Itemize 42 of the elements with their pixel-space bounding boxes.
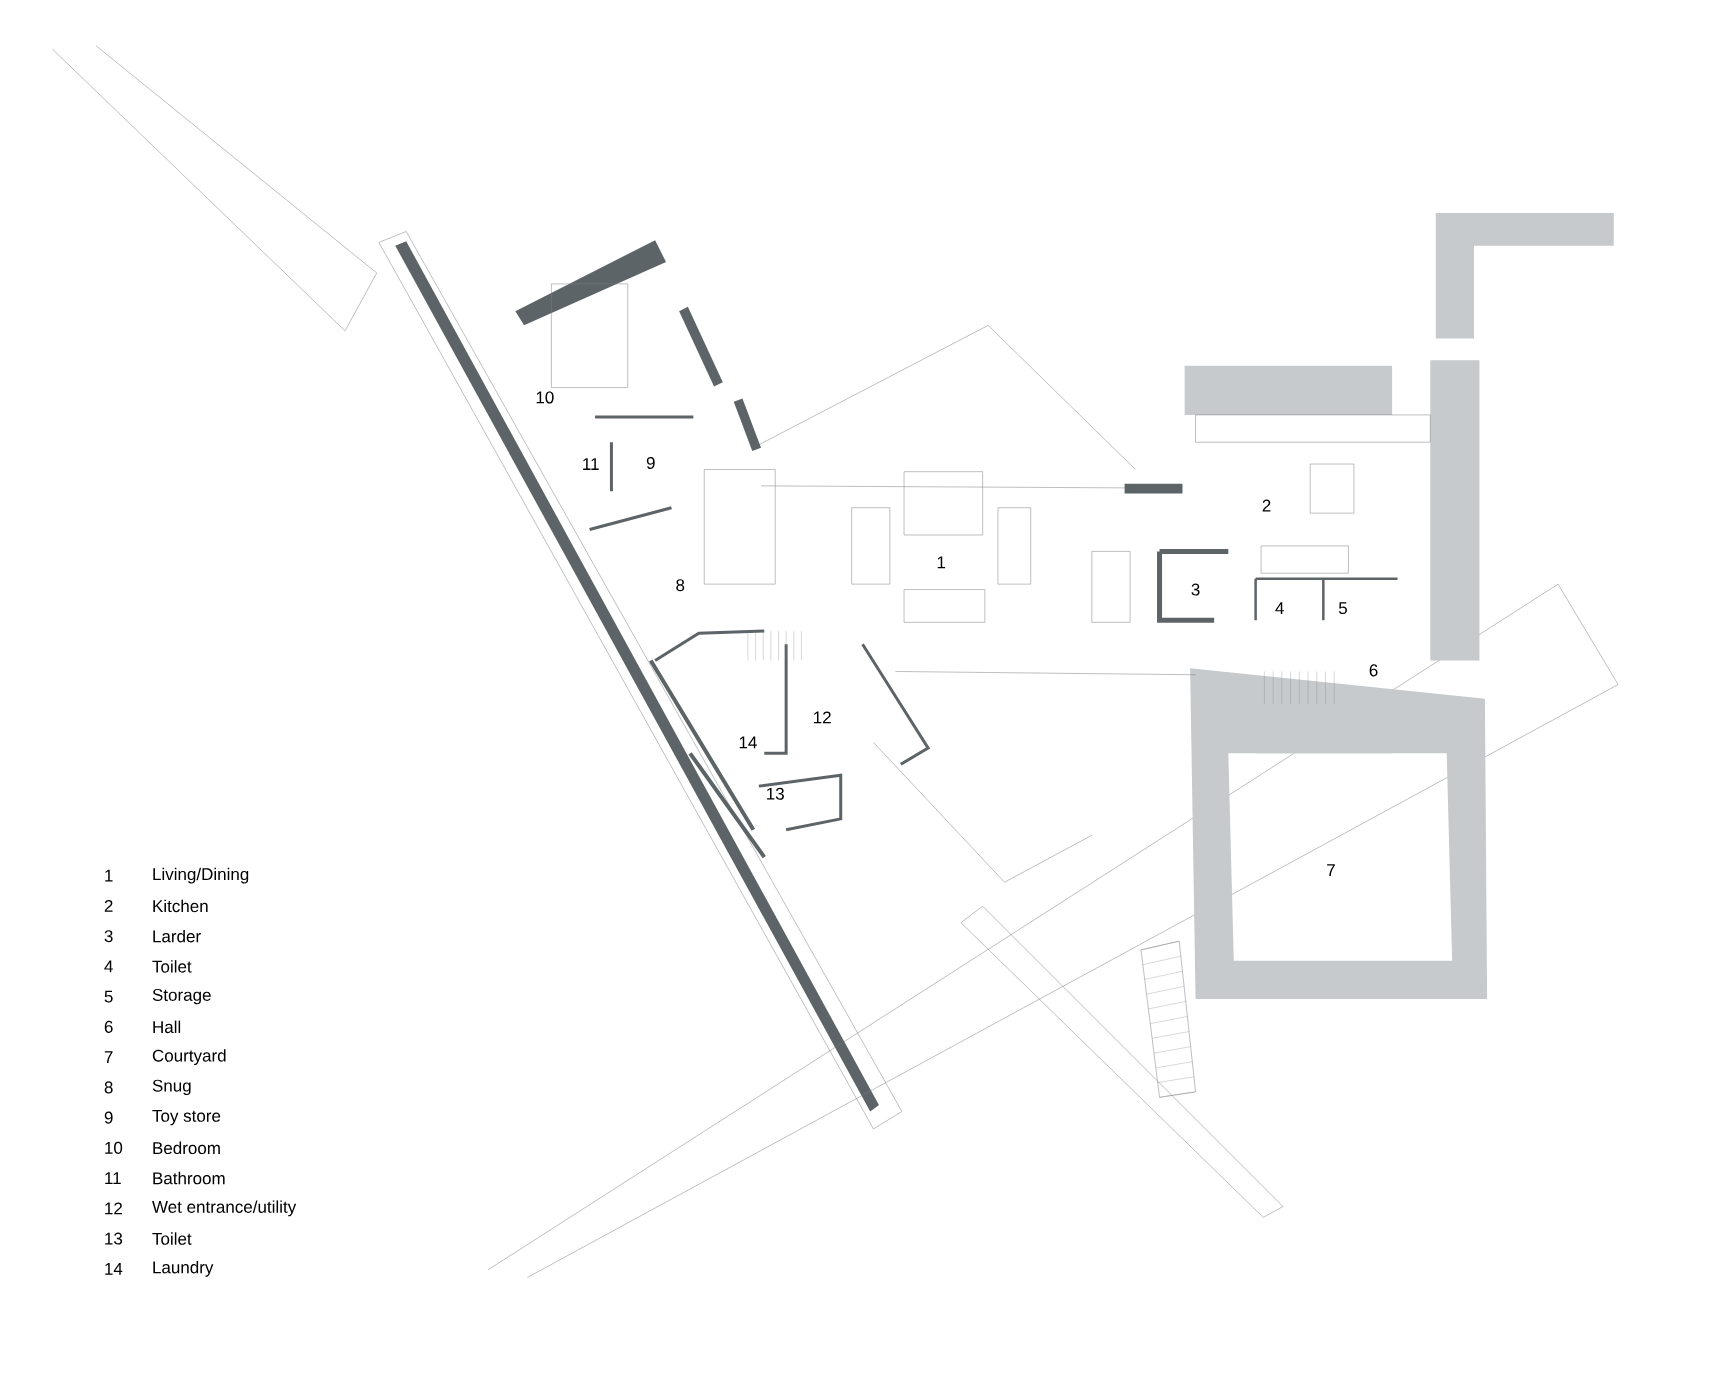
room-number: 10 bbox=[536, 391, 554, 404]
key-number: 5 bbox=[104, 990, 113, 1003]
key-number: 4 bbox=[104, 960, 113, 973]
key-number: 13 bbox=[105, 1232, 123, 1245]
key-text: Laundry bbox=[153, 1261, 214, 1277]
key-number: 11 bbox=[105, 1172, 121, 1185]
key-number: 1 bbox=[105, 869, 113, 882]
key-text: Wet entrance/utility bbox=[152, 1200, 297, 1217]
room-number: 4 bbox=[1275, 602, 1284, 615]
room-number: 5 bbox=[1338, 602, 1347, 615]
room-number: 12 bbox=[814, 711, 831, 724]
room-number: 9 bbox=[646, 457, 655, 470]
key-number: 3 bbox=[104, 930, 113, 943]
room-number: 14 bbox=[739, 736, 757, 749]
key-text: Bedroom bbox=[153, 1141, 220, 1155]
key-text: Toy store bbox=[152, 1110, 221, 1126]
key-text: Courtyard bbox=[152, 1049, 226, 1066]
key-text: Snug bbox=[152, 1079, 191, 1096]
key-number: 2 bbox=[104, 900, 113, 912]
key-text: Toilet bbox=[152, 960, 192, 973]
room-number: 7 bbox=[1327, 864, 1335, 877]
room-number: 6 bbox=[1369, 664, 1378, 677]
key-text: Larder bbox=[153, 930, 201, 943]
room-number: 11 bbox=[583, 458, 599, 470]
key-number: 12 bbox=[105, 1202, 122, 1215]
key-number: 8 bbox=[104, 1081, 113, 1094]
key-number: 9 bbox=[104, 1111, 113, 1124]
room-number: 13 bbox=[767, 787, 784, 800]
room-number: 1 bbox=[937, 556, 946, 569]
key-text: Bathroom bbox=[153, 1171, 225, 1185]
key-text: Toilet bbox=[152, 1232, 192, 1245]
key-number: 6 bbox=[104, 1020, 113, 1033]
key-number: 7 bbox=[104, 1051, 113, 1064]
room-number: 2 bbox=[1262, 499, 1271, 512]
key-text: Hall bbox=[153, 1020, 181, 1034]
room-number: 8 bbox=[676, 579, 685, 592]
key-text: Kitchen bbox=[153, 899, 208, 913]
room-number: 3 bbox=[1191, 583, 1200, 596]
key-number: 14 bbox=[105, 1263, 123, 1275]
key-text: Living/Dining bbox=[153, 867, 249, 884]
key-text: Storage bbox=[152, 989, 211, 1005]
key-number: 10 bbox=[105, 1141, 123, 1154]
